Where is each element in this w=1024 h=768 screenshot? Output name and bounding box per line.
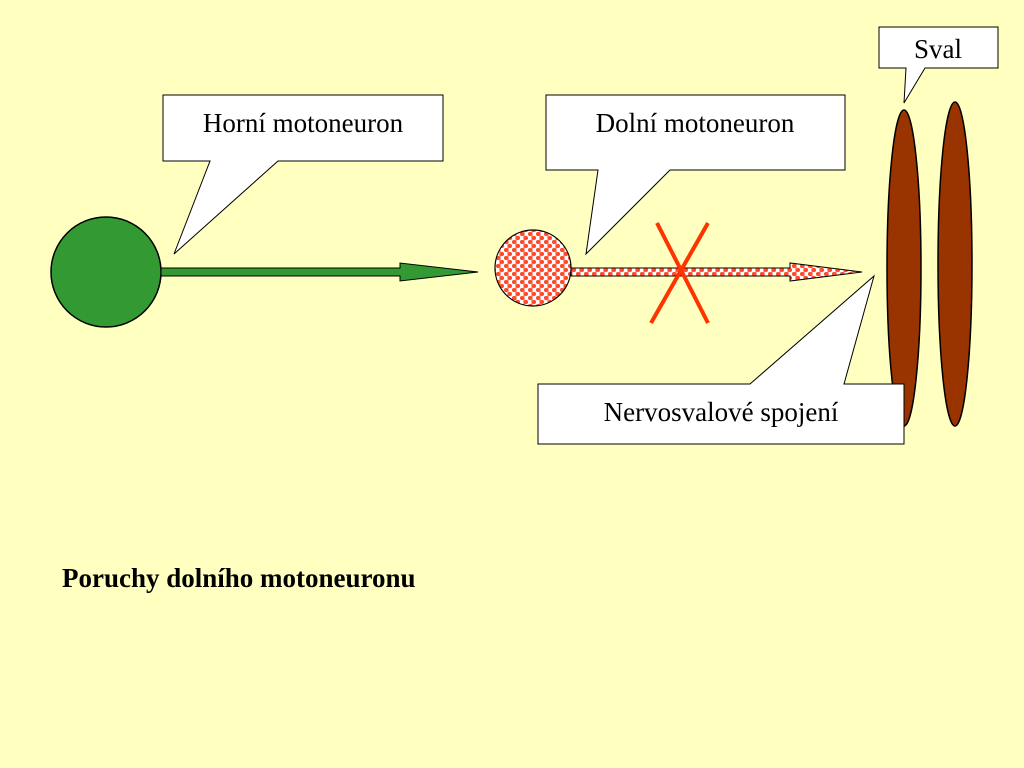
callout-lower-motoneuron: Dolní motoneuron — [545, 94, 846, 256]
upper-motoneuron-body — [50, 216, 162, 328]
callout-upper-motoneuron-text: Horní motoneuron — [203, 108, 404, 138]
lesion-cross-icon — [649, 222, 710, 324]
callout-neuromuscular-junction-text: Nervosvalové spojení — [604, 397, 839, 427]
lower-motoneuron-axon-arrow — [570, 262, 863, 282]
upper-motoneuron-axon-arrow — [160, 262, 479, 282]
muscle-fiber-right — [937, 101, 973, 427]
muscle-fiber-left — [886, 109, 922, 427]
callout-lower-motoneuron-text: Dolní motoneuron — [596, 108, 795, 138]
callout-muscle: Sval — [878, 26, 999, 104]
callout-muscle-text: Sval — [914, 34, 962, 64]
lower-motoneuron-body — [494, 229, 572, 307]
callout-neuromuscular-junction: Nervosvalové spojení — [537, 274, 905, 445]
callout-upper-motoneuron: Horní motoneuron — [162, 94, 444, 255]
slide-caption: Poruchy dolního motoneuronu — [62, 563, 416, 593]
